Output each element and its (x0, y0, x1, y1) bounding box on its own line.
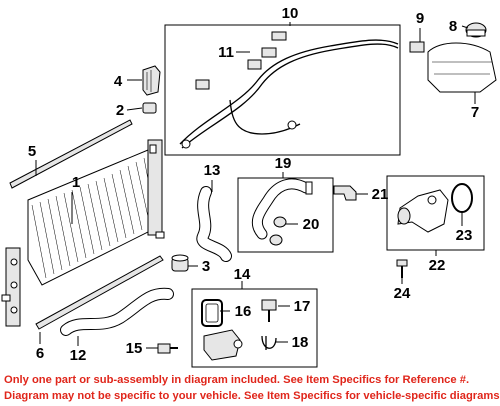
bolt-part-15 (157, 343, 178, 354)
callout-4: 4 (114, 73, 123, 90)
seal-strip-part-5 (9, 119, 133, 189)
hose-clip-part-11b (261, 47, 277, 58)
callout-1: 1 (72, 174, 80, 191)
callout-20: 20 (303, 216, 320, 233)
sensor-part-17 (261, 299, 277, 322)
bolt-part-24 (396, 259, 408, 278)
reservoir-cap-part-8 (465, 22, 487, 38)
gasket-part-23 (451, 183, 473, 213)
upper-hose-part-13 (196, 186, 232, 262)
callout-6: 6 (36, 345, 44, 362)
callout-2: 2 (116, 102, 124, 119)
callout-7: 7 (471, 104, 479, 121)
callout-19: 19 (275, 155, 292, 172)
callout-10: 10 (282, 5, 299, 22)
callout-22: 22 (429, 257, 446, 274)
callout-18: 18 (292, 334, 309, 351)
seal-part-16 (201, 299, 223, 327)
callout-14: 14 (234, 266, 251, 283)
connector-group-box-14 (191, 288, 318, 368)
callout-15: 15 (126, 340, 143, 357)
hose-clamp-part-20 (269, 216, 287, 246)
callout-5: 5 (28, 143, 36, 160)
callout-9: 9 (416, 10, 424, 27)
cap-part-3 (171, 254, 189, 272)
hose-part-19 (251, 178, 313, 240)
seal-strip-part-6 (35, 255, 164, 330)
hose-group-box-19 (237, 177, 334, 253)
notice-line-2: Diagram may not be specific to your vehi… (4, 390, 500, 402)
callout-8: 8 (449, 18, 457, 35)
callout-17: 17 (294, 298, 311, 315)
clip-part-18 (261, 335, 277, 350)
hose-line-assembly-part-10 (179, 31, 399, 149)
thermostat-housing-part-22 (397, 189, 449, 233)
lower-hose-part-12 (60, 287, 174, 336)
callout-21: 21 (372, 186, 389, 203)
radiator-part-1 (1, 139, 165, 327)
hose-clip-part-11d (195, 79, 210, 90)
coolant-reservoir-part-7 (427, 42, 497, 93)
hose-clip-part-11a (271, 31, 287, 41)
callout-13: 13 (204, 162, 221, 179)
callout-16: 16 (235, 303, 252, 320)
callout-23: 23 (456, 227, 473, 244)
connector-part-21 (333, 185, 357, 201)
cooling-system-exploded-diagram: 1 2 3 4 5 6 7 8 9 10 11 12 13 14 15 16 1… (1, 5, 497, 368)
callout-24: 24 (394, 285, 411, 302)
callout-11: 11 (218, 44, 234, 61)
notice-footer: Only one part or sub-assembly in diagram… (0, 372, 500, 406)
bracket-part-4 (142, 65, 161, 96)
hose-assembly-group-box-10 (164, 24, 401, 156)
hose-clip-part-11c (247, 59, 262, 70)
connector-part-14 (203, 329, 243, 361)
callout-3: 3 (202, 258, 210, 275)
clip-part-2 (142, 102, 157, 114)
notice-line-1: Only one part or sub-assembly in diagram… (4, 374, 470, 386)
sensor-part-9 (409, 41, 425, 53)
callout-12: 12 (70, 347, 87, 364)
